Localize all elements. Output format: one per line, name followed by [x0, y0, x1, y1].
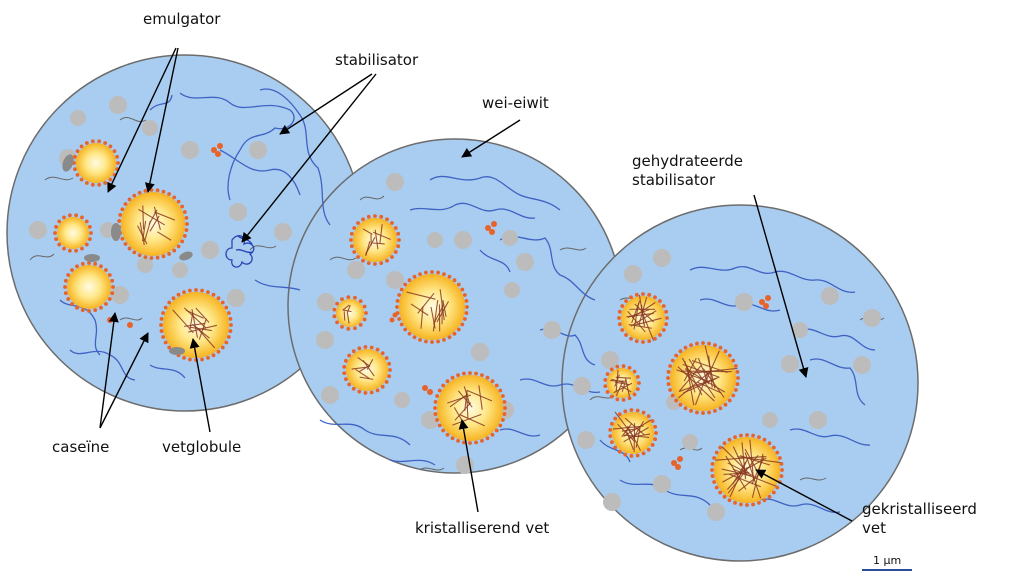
- fat-globule-icon: [617, 292, 669, 344]
- gekristalliseerd-vet-label-line2: vet: [862, 520, 886, 537]
- fat-globule-icon: [349, 214, 401, 266]
- kristalliserend-vet-label: kristalliserend vet: [415, 520, 549, 537]
- caseine-label: caseïne: [52, 439, 109, 456]
- emulgator-label: emulgator: [143, 11, 220, 28]
- wei-eiwit-label: wei-eiwit: [482, 95, 549, 112]
- scale-bar: [862, 569, 912, 571]
- gehydrateerde-stabilisator-label-line1: gehydrateerde: [632, 153, 743, 170]
- gekristalliseerd-vet-label-line1: gekristalliseerd: [862, 501, 977, 518]
- vetglobule-label: vetglobule: [162, 439, 241, 456]
- stabilisator-label: stabilisator: [335, 52, 418, 69]
- scale-label: 1 µm: [873, 554, 901, 567]
- gehydrateerde-stabilisator-label-line2: stabilisator: [632, 172, 715, 189]
- fat-globule-icon: [63, 261, 115, 313]
